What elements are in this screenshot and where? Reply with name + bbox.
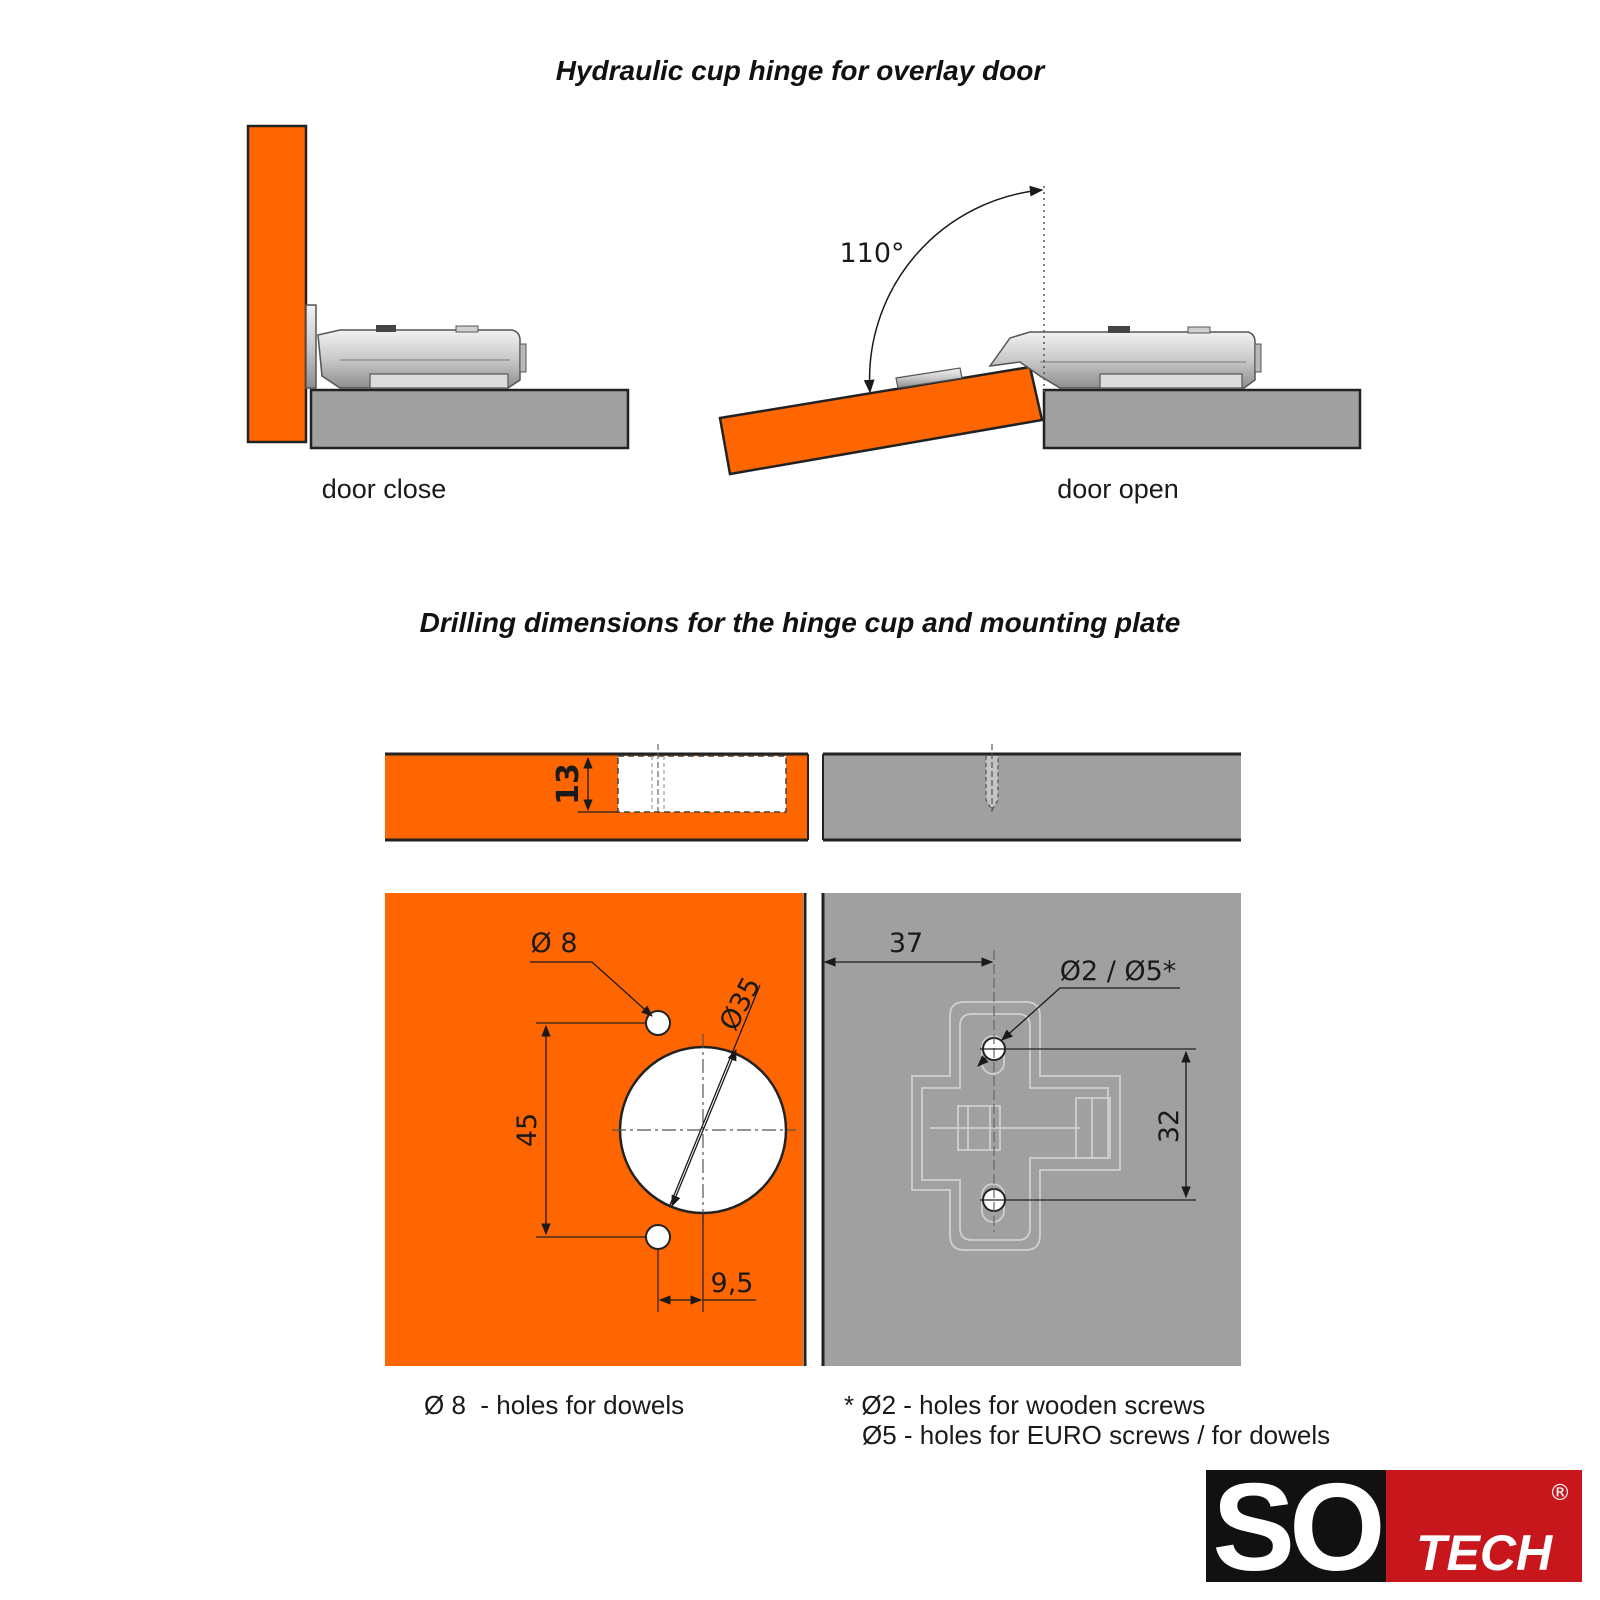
hinge-open [988,326,1262,389]
cabinet-face-view [821,893,1241,1366]
hinge-closed [305,304,527,389]
caption-door-close: door close [322,474,447,504]
door-face-view [385,893,807,1366]
mounting-plate-outline [911,1001,1121,1251]
door-section-view [385,744,809,842]
note-dowels: Ø 8 - holes for dowels [424,1390,684,1420]
plate-spacing-label: 32 [1154,1109,1185,1143]
dowel-diameter-label: Ø 8 [530,928,577,959]
cabinet-side-open [1042,388,1362,450]
cup-pocket [617,755,787,813]
note-screws-line2: Ø5 - holes for EURO screws / for dowels [862,1420,1330,1450]
door-close-illustration [246,124,630,450]
cabinet-section-view [822,744,1241,842]
title-bottom: Drilling dimensions for the hinge cup an… [420,607,1181,638]
depth-label: 13 [551,763,586,805]
plate-distance-label: 37 [889,928,923,959]
sotech-logo: SO TECH ® [1206,1459,1582,1597]
logo-registered-mark: ® [1549,1481,1571,1506]
note-screws-line1: * Ø2 - holes for wooden screws [844,1390,1205,1420]
angle-arc [863,185,1044,394]
logo-sub: TECH [1416,1525,1553,1581]
title-top: Hydraulic cup hinge for overlay door [556,55,1047,86]
door-panel-open [718,365,1044,476]
door-panel-closed [246,124,308,444]
screw-diameter-label: Ø2 / Ø5* [1060,956,1177,987]
cabinet-side-closed [309,388,630,450]
angle-label: 110° [839,238,904,269]
dowel-hole-bottom [645,1224,671,1250]
offset-label: 9,5 [711,1268,754,1299]
door-open-illustration [718,185,1362,476]
logo-main: SO [1212,1459,1381,1597]
hole-spacing-label: 45 [512,1113,543,1147]
caption-door-open: door open [1057,474,1179,504]
